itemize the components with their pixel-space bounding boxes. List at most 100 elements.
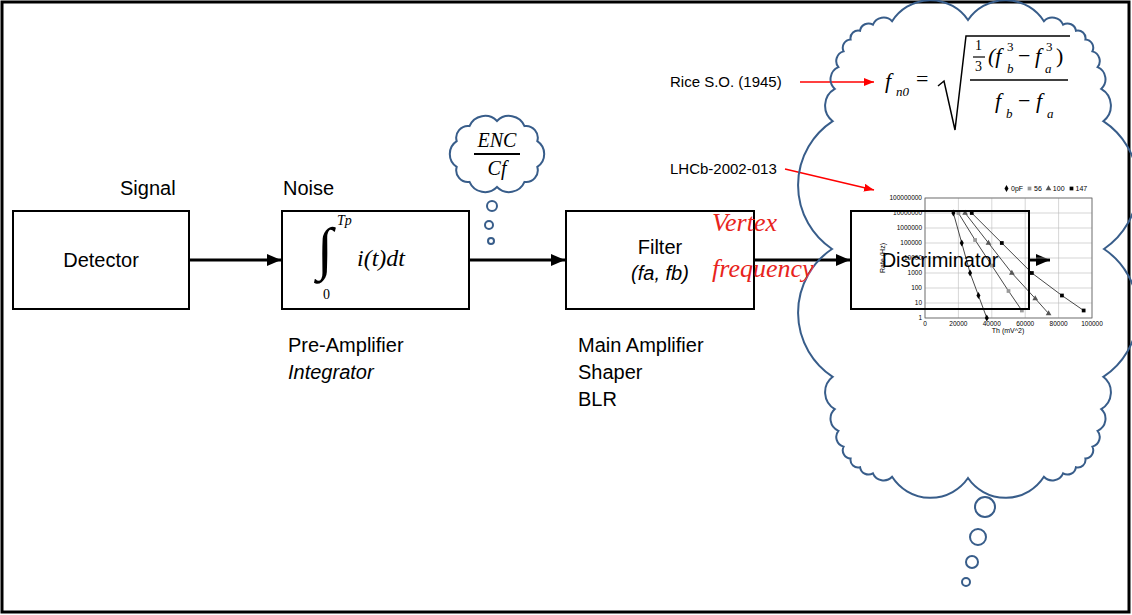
legend-sample	[1045, 185, 1052, 192]
formula-symbol: (f	[988, 45, 1001, 67]
series-marker	[1009, 270, 1015, 275]
tick-label: 100	[911, 284, 922, 291]
signal-arrow	[190, 259, 281, 262]
legend-item: 0pF	[1003, 185, 1023, 192]
grid-line	[925, 273, 1092, 274]
legend-text: 100	[1053, 185, 1065, 192]
detector-box: Detector	[12, 210, 190, 310]
cloud-outline	[450, 116, 544, 192]
box-label: Detector	[63, 250, 139, 270]
legend-item: 147	[1068, 185, 1088, 192]
grid-line	[1025, 198, 1026, 318]
tick-label: 80000	[1050, 320, 1068, 327]
grid-line	[925, 303, 1092, 304]
grid-line	[925, 243, 1092, 244]
thought-bubble	[962, 578, 970, 586]
handwritten-note: Vertex frequency	[712, 200, 842, 291]
tick-label: 10000	[904, 254, 922, 261]
stage-label: Pre-Amplifier	[288, 334, 404, 357]
tick-label: 1000000	[897, 224, 922, 231]
series-marker	[973, 238, 977, 242]
grid-line	[925, 288, 1092, 289]
reference-label: LHCb-2002-013	[670, 160, 777, 177]
tick-label: 10000000	[893, 209, 922, 216]
legend-item: 100	[1045, 185, 1065, 192]
thought-bubble	[966, 556, 978, 568]
cloud-outline	[798, 0, 1132, 498]
axis-title: Rate (Hz)	[879, 243, 887, 273]
series-marker	[960, 240, 964, 247]
legend-sample	[1004, 185, 1008, 192]
legend-sample	[1046, 185, 1052, 190]
formula-symbol: n0	[896, 85, 909, 98]
reference-label: Rice S.O. (1945)	[670, 73, 782, 90]
box-label: (fa, fb)	[631, 263, 689, 283]
box-label: Discriminator	[882, 250, 999, 270]
stage-label: BLR	[578, 388, 617, 411]
thought-bubble	[487, 201, 497, 211]
integrator-box: ∫Tp0i(t)dt	[281, 210, 470, 310]
tick-label: 1000	[908, 269, 922, 276]
series-marker	[986, 240, 992, 245]
thought-bubble	[485, 221, 493, 229]
formula-symbol: f	[885, 70, 891, 92]
tick-label: 100000000	[889, 194, 922, 201]
formula-symbol: 3	[1007, 40, 1014, 53]
tick-label: 10	[915, 299, 922, 306]
discriminator-box: Discriminator	[850, 210, 1030, 310]
radical-sign	[938, 36, 1070, 130]
fraction-bar	[970, 79, 1068, 81]
fraction-bar	[973, 56, 985, 57]
legend-sample	[1069, 187, 1073, 191]
legend-sample	[1003, 185, 1010, 192]
legend-text: 0pF	[1011, 185, 1023, 192]
formula-symbol: f	[1035, 45, 1041, 67]
legend-sample	[1028, 187, 1032, 191]
formula-symbol: 3	[1046, 40, 1053, 53]
grid-line	[925, 228, 1092, 229]
stage-label: Main Amplifier	[578, 334, 704, 357]
chart-legend: 0pF 56 100 147	[1003, 185, 1087, 192]
series-marker	[1060, 294, 1064, 298]
legend-text: 56	[1034, 185, 1042, 192]
thought-cloud: ENCCf	[447, 113, 547, 195]
formula-symbol: b	[1006, 107, 1013, 120]
fraction-term: ENC	[474, 130, 521, 155]
tick-label: 20000	[949, 320, 967, 327]
formula-symbol: 3	[975, 60, 982, 74]
tick-label: 0	[923, 320, 927, 327]
series-marker	[1082, 309, 1086, 313]
formula-symbol: )	[1056, 45, 1063, 67]
series-marker	[976, 292, 980, 299]
output-arrow	[1030, 259, 1050, 262]
series-marker	[1007, 289, 1011, 293]
signal-label: Signal	[120, 177, 176, 200]
formula-symbol: f	[1036, 90, 1042, 112]
legend-text: 147	[1076, 185, 1088, 192]
axis-title: Th (mV^2)	[992, 327, 1024, 335]
fraction-term: Cf	[484, 155, 511, 178]
formula-symbol: a	[1045, 62, 1052, 75]
integral-limit: Tp	[337, 214, 352, 228]
integrand: i(t)dt	[357, 246, 405, 270]
legend-item: 56	[1026, 185, 1042, 192]
formula-cloud: fn0=13(fb3−fa3)fb−fa	[830, 18, 1106, 480]
grid-line	[925, 213, 1092, 214]
thought-bubble	[975, 497, 995, 517]
tick-label: 100000	[1081, 320, 1103, 327]
series-marker	[1046, 310, 1052, 315]
series-marker	[1032, 295, 1038, 300]
formula-symbol: b	[1007, 62, 1014, 75]
formula-symbol: −	[1018, 90, 1030, 112]
thought-bubble	[970, 529, 986, 545]
stage-label: Integrator	[288, 361, 374, 384]
tick-label: 100000	[900, 239, 922, 246]
series-marker	[1000, 241, 1004, 245]
grid-line	[1058, 198, 1059, 318]
formula-symbol: a	[1047, 107, 1054, 120]
formula-symbol: =	[916, 68, 928, 90]
noise-label: Noise	[283, 177, 334, 200]
